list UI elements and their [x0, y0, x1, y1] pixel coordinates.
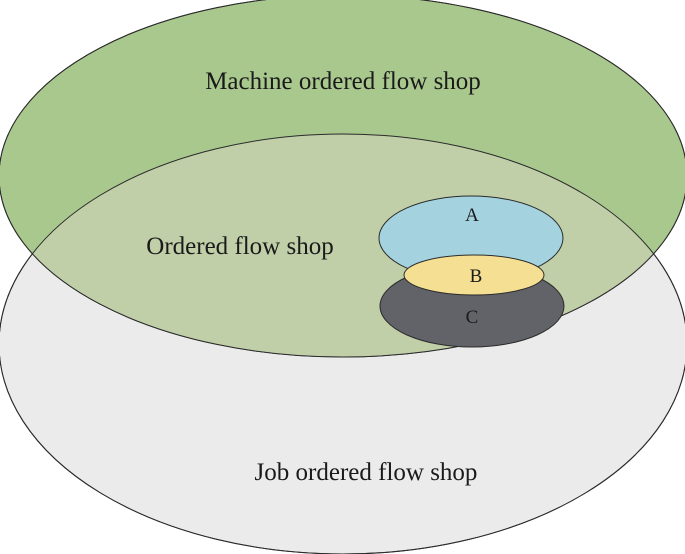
machine-ordered-outline [0, 0, 685, 358]
job-ordered-outline [0, 133, 685, 554]
set-a-label: A [465, 205, 479, 226]
set-b-ellipse [403, 254, 545, 296]
ordered-flow-shop-label: Ordered flow shop [146, 233, 333, 260]
job-ordered-label: Job ordered flow shop [255, 459, 478, 486]
machine-ordered-label: Machine ordered flow shop [205, 68, 481, 95]
set-c-label: C [466, 307, 479, 328]
set-b-label: B [470, 266, 483, 287]
